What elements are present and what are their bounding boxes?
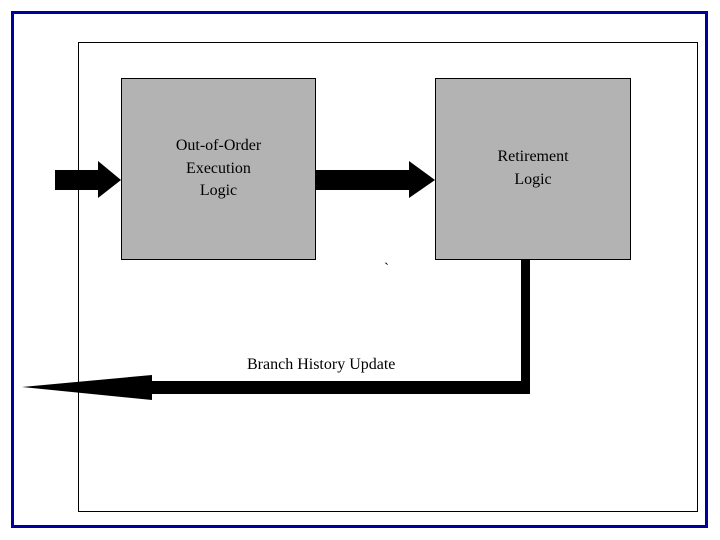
outer-blue-border <box>11 11 708 528</box>
stray-backtick-mark: ` <box>384 261 389 277</box>
inner-content-border <box>78 42 698 512</box>
branch-history-update-label: Branch History Update <box>247 356 396 373</box>
box-out-of-order-execution-logic[interactable]: Out-of-Order Execution Logic <box>121 78 316 260</box>
box-label-retirement-logic: Retirement Logic <box>497 148 569 188</box>
box-label-out-of-order-execution-logic: Out-of-Order Execution Logic <box>175 136 262 200</box>
box-retirement-logic[interactable]: Retirement Logic <box>435 78 631 260</box>
